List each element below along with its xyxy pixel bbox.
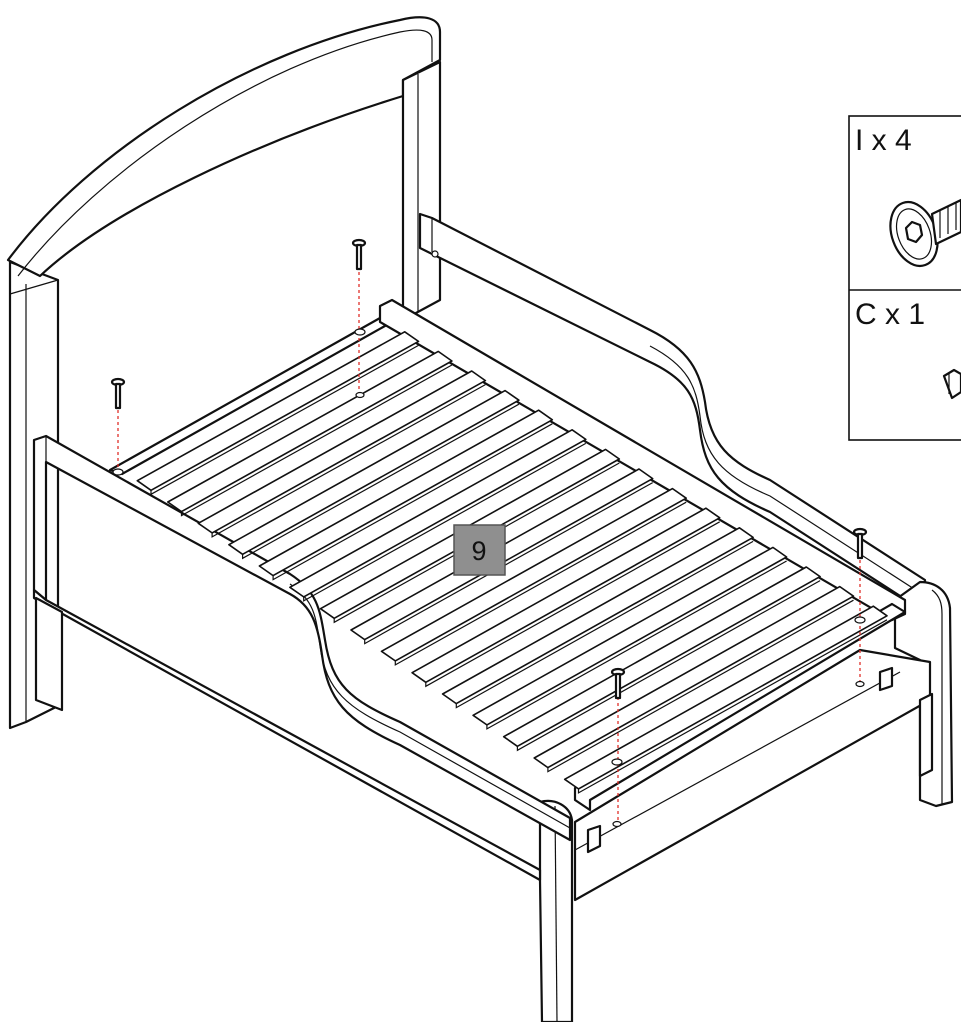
bolt-guides bbox=[112, 260, 866, 828]
bed-slat-edge bbox=[272, 423, 553, 581]
bed-slat bbox=[136, 331, 420, 492]
bed-slat bbox=[167, 350, 453, 513]
bolt bbox=[351, 238, 367, 271]
bed-slat bbox=[472, 546, 788, 726]
bed-slat bbox=[258, 409, 554, 577]
bed-slat bbox=[411, 507, 721, 684]
hex-bolt-icon bbox=[889, 198, 961, 268]
bed-slat-edge bbox=[455, 540, 754, 709]
bed-slat-edge bbox=[180, 364, 453, 517]
headboard bbox=[6, 16, 442, 730]
bed-slat bbox=[228, 389, 520, 556]
bed-slat-edge bbox=[333, 462, 620, 624]
bed-slat-edge bbox=[242, 403, 520, 560]
bolt bbox=[852, 527, 868, 560]
bed-slats bbox=[136, 331, 888, 794]
bed-slat-edge bbox=[425, 521, 720, 688]
bolt bbox=[110, 377, 126, 410]
bed-slat-edge bbox=[486, 560, 787, 730]
bed-slat-edge bbox=[303, 442, 587, 602]
bed-slat bbox=[502, 566, 821, 748]
bed-slat bbox=[197, 370, 487, 534]
left-side-rail bbox=[32, 434, 572, 882]
bed-slat bbox=[441, 527, 754, 705]
bed-slat-edge bbox=[211, 384, 486, 538]
bed-slat bbox=[533, 585, 855, 769]
bed-slat-edge bbox=[394, 501, 687, 666]
parts-box: I x 4 C x 1 bbox=[848, 115, 961, 441]
foot-rail bbox=[538, 648, 934, 1022]
bed-slat-edge bbox=[547, 599, 854, 773]
step-badge: 9 bbox=[453, 524, 506, 576]
step-number: 9 bbox=[471, 536, 486, 566]
bed-slat bbox=[380, 487, 687, 662]
slat-frame bbox=[108, 298, 907, 812]
bed-slat-edge bbox=[150, 344, 419, 496]
allen-key-icon bbox=[942, 368, 961, 400]
bed-slat-edge bbox=[516, 580, 821, 752]
bed-slat-edge bbox=[364, 482, 653, 645]
part-label-bolt: I x 4 bbox=[855, 124, 912, 157]
bed-slat bbox=[563, 605, 888, 790]
part-label-key: C x 1 bbox=[855, 298, 925, 331]
bed-slat bbox=[289, 429, 587, 598]
bolt bbox=[610, 667, 626, 700]
bed-slat-edge bbox=[577, 619, 888, 794]
